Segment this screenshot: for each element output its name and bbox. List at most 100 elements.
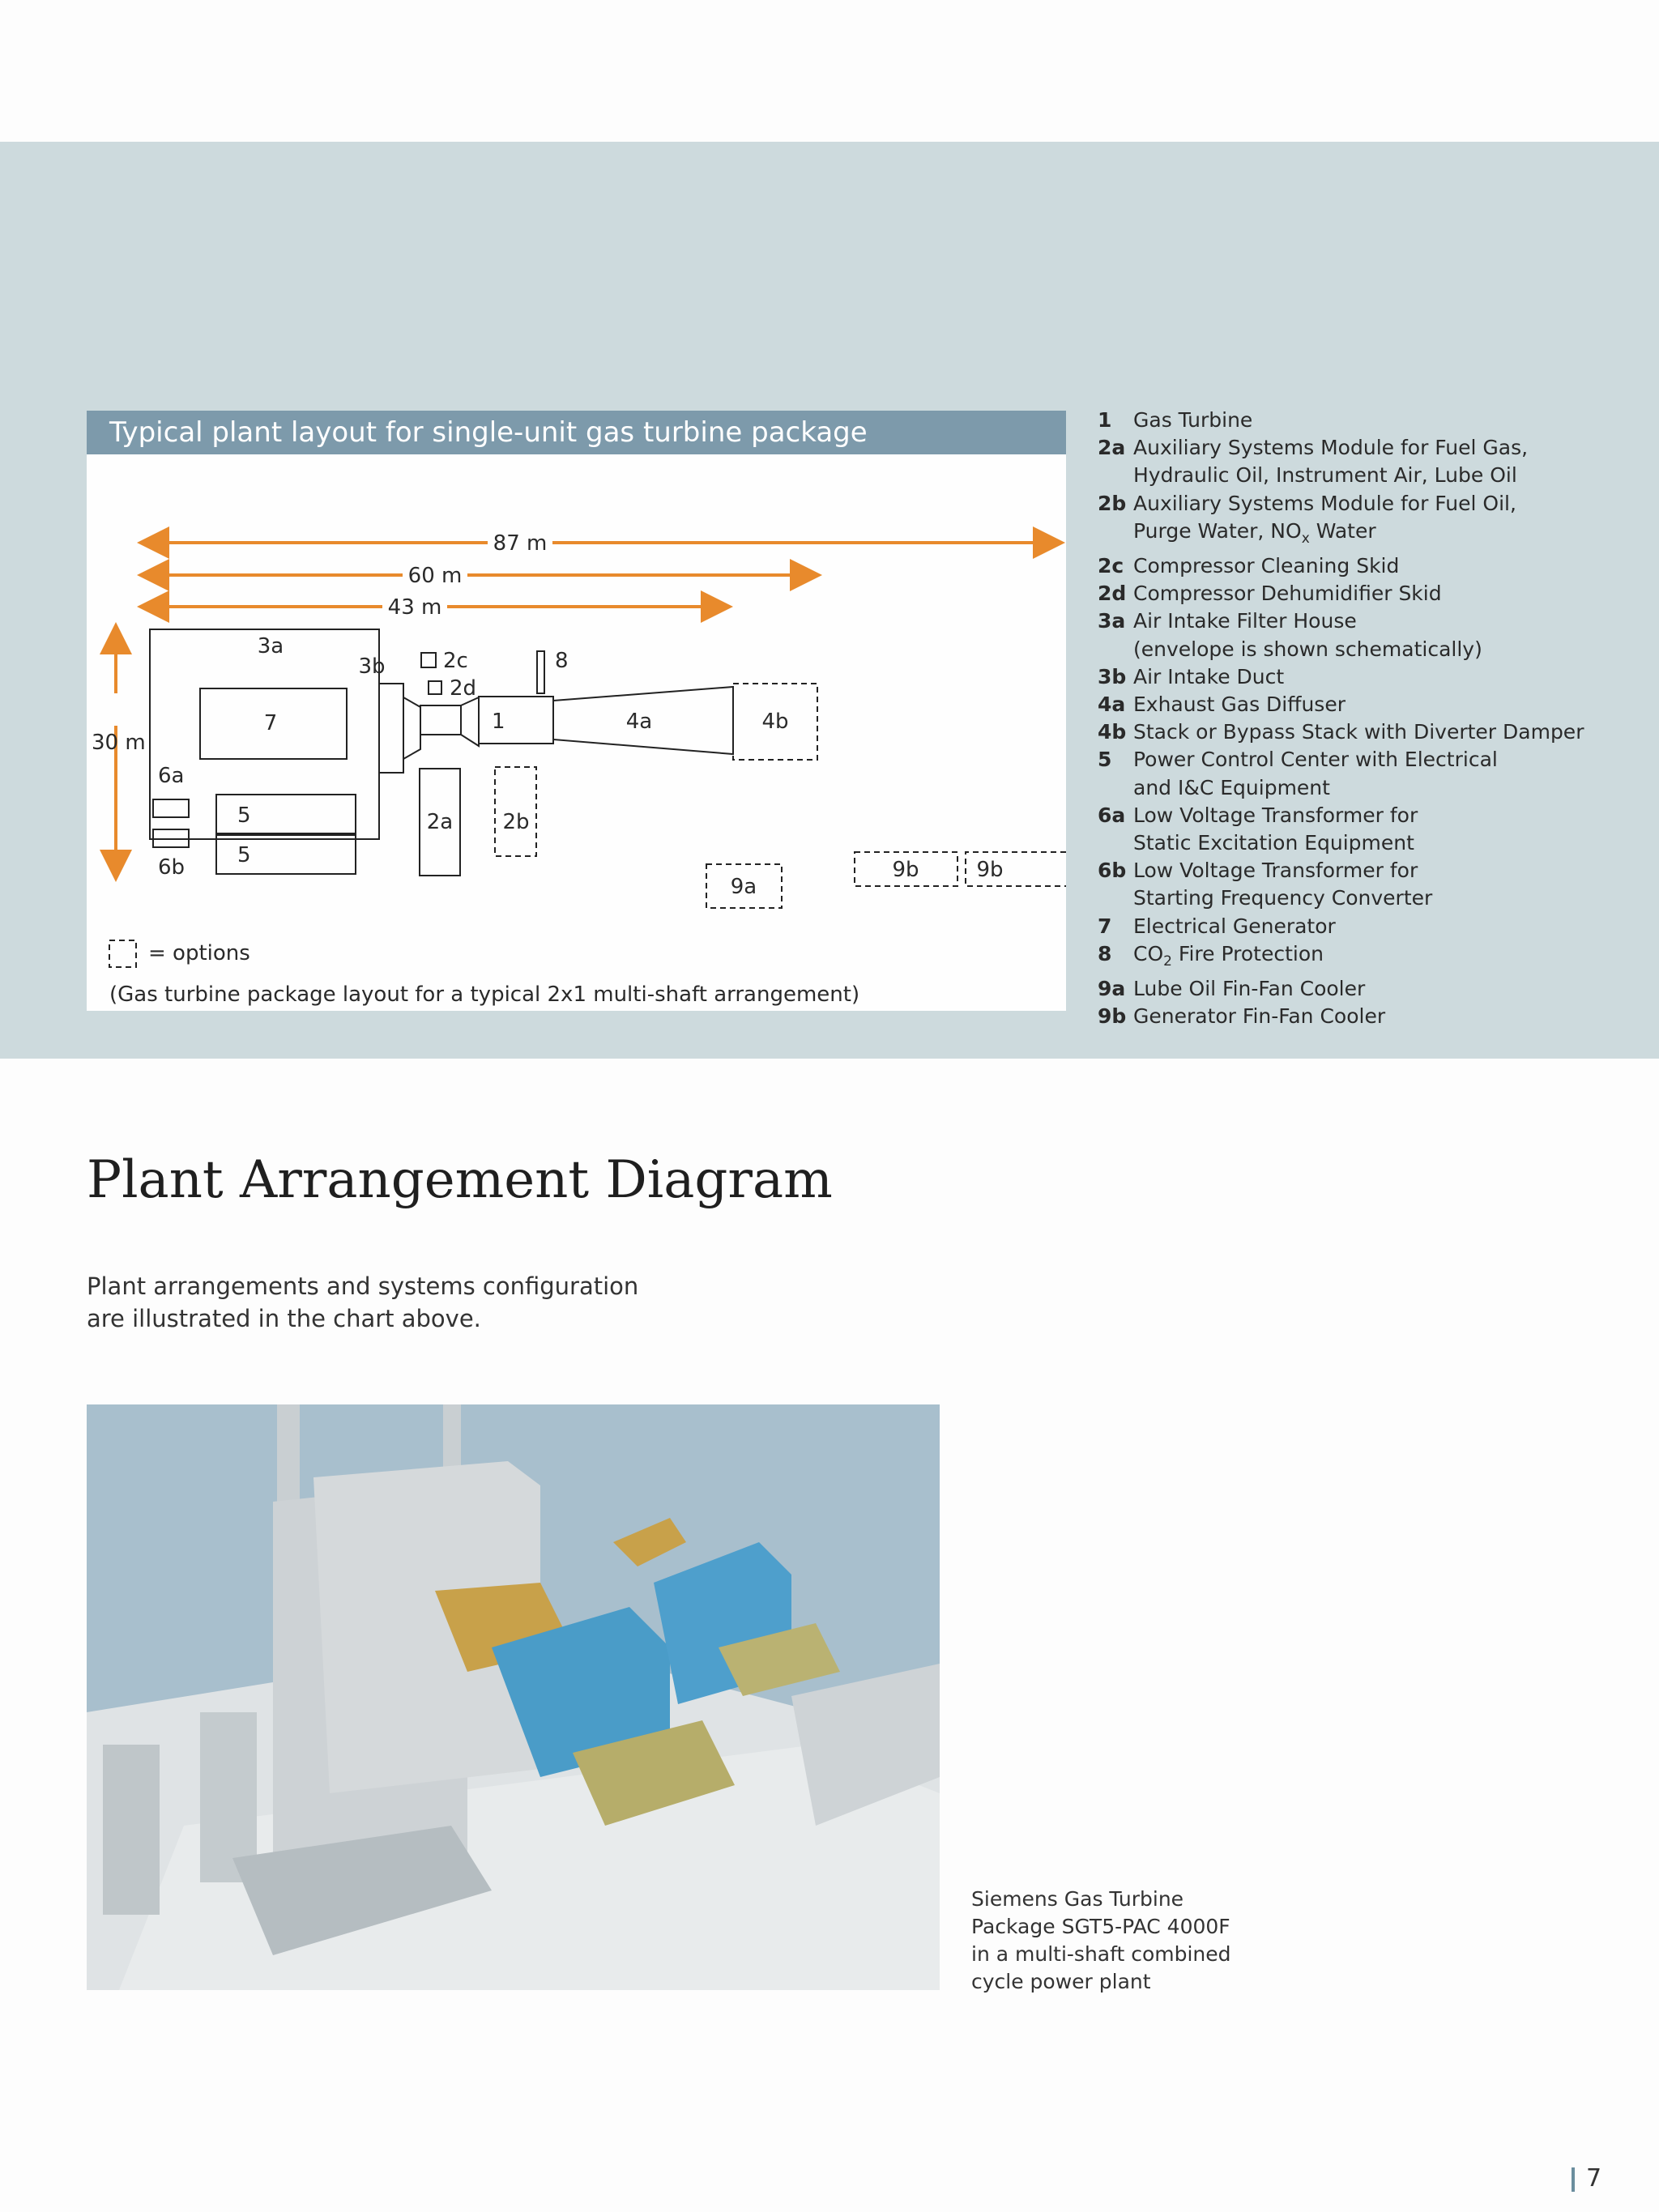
legend-key: 9b — [1098, 1004, 1127, 1029]
dim-87-label: 87 m — [493, 531, 548, 556]
options-label: = options — [148, 941, 250, 965]
legend-description: Auxiliary Systems Module for Fuel Oil, P… — [1133, 490, 1516, 552]
legend-item: 6a Low Voltage Transformer for Static Exc… — [1098, 802, 1616, 857]
legend-subscript: 2 — [1163, 953, 1172, 970]
box-3b — [378, 683, 404, 774]
options-key-box — [109, 940, 137, 968]
legend-key: 2b — [1098, 491, 1127, 515]
box-2c — [420, 652, 437, 668]
box-8 — [536, 650, 545, 694]
box-5-upper — [215, 794, 356, 834]
legend-item: 7 Electrical Generator — [1098, 913, 1616, 940]
plant-layout-panel: Typical plant layout for single-unit gas… — [87, 411, 1066, 1011]
legend-subscript: x — [1301, 530, 1310, 547]
label-7: 7 — [264, 711, 278, 735]
label-4b: 4b — [761, 710, 788, 734]
dim-43-label: 43 m — [388, 595, 442, 620]
legend-description: Air Intake Filter House (envelope is sho… — [1133, 609, 1482, 661]
legend-key: 1 — [1098, 408, 1112, 432]
legend-description: Air Intake Duct — [1133, 664, 1285, 688]
legend-key: 8 — [1098, 941, 1112, 965]
box-2a — [419, 768, 461, 876]
legend-description: Compressor Cleaning Skid — [1133, 554, 1400, 578]
dimension-30m-arrow: 30 m — [92, 622, 146, 882]
legend-description: Exhaust Gas Diffuser — [1133, 693, 1346, 717]
legend-description: Electrical Generator — [1133, 914, 1336, 938]
label-6b: 6b — [158, 855, 185, 880]
legend-key: 6b — [1098, 859, 1127, 883]
legend-item: 9a Lube Oil Fin-Fan Cooler — [1098, 975, 1616, 1003]
legend-key: 9a — [1098, 977, 1126, 1001]
box-9a-option — [706, 863, 783, 909]
legend-description: Compressor Dehumidifier Skid — [1133, 582, 1442, 606]
legend-item: 5 Power Control Center with Electrical an… — [1098, 746, 1616, 801]
legend-item: 4a Exhaust Gas Diffuser — [1098, 691, 1616, 718]
box-9b-option-2 — [965, 851, 1066, 887]
legend-description: Power Control Center with Electrical and… — [1133, 748, 1498, 799]
page-number: 7 — [1568, 2164, 1601, 2193]
dimension-60m-arrow: 60 m — [137, 559, 822, 591]
label-9b-1: 9b — [892, 858, 919, 882]
label-1: 1 — [492, 710, 505, 734]
box-6a — [152, 799, 190, 818]
legend-key: 2d — [1098, 582, 1127, 606]
legend-item: 3a Air Intake Filter House (envelope is s… — [1098, 607, 1616, 663]
legend-description: Lube Oil Fin-Fan Cooler — [1133, 977, 1366, 1001]
panel-title: Typical plant layout for single-unit gas… — [87, 411, 1066, 454]
legend-description: Gas Turbine — [1133, 408, 1253, 432]
legend-description: Low Voltage Transformer for Starting Fre… — [1133, 859, 1433, 910]
box-7 — [199, 688, 348, 760]
label-2a: 2a — [427, 810, 453, 834]
label-5-lower: 5 — [237, 843, 251, 867]
box-5-lower — [215, 834, 356, 875]
page-number-bar — [1572, 2167, 1575, 2192]
legend-text-pre: CO — [1133, 941, 1164, 965]
box-2d — [428, 680, 442, 695]
plant-rendering-image — [87, 1404, 940, 1990]
box-6b — [152, 829, 190, 848]
legend-description: Generator Fin-Fan Cooler — [1133, 1004, 1386, 1029]
legend-item: 1 Gas Turbine — [1098, 407, 1616, 434]
dimension-43m-arrow: 43 m — [137, 590, 733, 623]
legend-key: 4a — [1098, 693, 1126, 717]
label-9b-2: 9b — [976, 858, 1003, 882]
photo-caption: Siemens Gas Turbine Package SGT5-PAC 400… — [971, 1887, 1231, 1993]
legend-description: CO2 Fire Protection — [1133, 940, 1324, 975]
legend-key: 2c — [1098, 554, 1124, 578]
legend-key: 7 — [1098, 914, 1112, 938]
page-number-text: 7 — [1586, 2164, 1602, 2193]
legend-key: 5 — [1098, 748, 1112, 772]
label-2b: 2b — [502, 810, 529, 834]
dim-30-label: 30 m — [92, 731, 146, 755]
layout-note: (Gas turbine package layout for a typica… — [109, 982, 859, 1007]
legend-text-post: Water — [1309, 518, 1376, 543]
label-4a: 4a — [626, 710, 652, 734]
box-2b-option — [494, 766, 537, 857]
page-heading: Plant Arrangement Diagram — [87, 1150, 833, 1210]
legend-text-pre: Auxiliary Systems Module for Fuel Oil, P… — [1133, 491, 1516, 543]
label-5-upper: 5 — [237, 803, 251, 828]
box-1 — [478, 696, 554, 744]
legend-key: 4b — [1098, 720, 1127, 744]
label-9a: 9a — [731, 875, 757, 899]
plant-layout-diagram: 87 m 60 m 43 m 30 m — [92, 526, 1066, 1007]
legend-key: 6a — [1098, 803, 1126, 827]
legend-description: Low Voltage Transformer for Static Excit… — [1133, 803, 1418, 855]
legend-description: Stack or Bypass Stack with Diverter Damp… — [1133, 720, 1584, 744]
legend-key: 3b — [1098, 664, 1127, 688]
label-6a: 6a — [158, 764, 184, 788]
legend-text-post: Fire Protection — [1171, 941, 1324, 965]
legend-key: 3a — [1098, 609, 1126, 633]
box-9b-option-1 — [854, 851, 958, 887]
legend-description: Auxiliary Systems Module for Fuel Gas, H… — [1133, 436, 1529, 488]
dim-60-label: 60 m — [408, 564, 463, 588]
box-compressor-inlet — [420, 705, 462, 735]
